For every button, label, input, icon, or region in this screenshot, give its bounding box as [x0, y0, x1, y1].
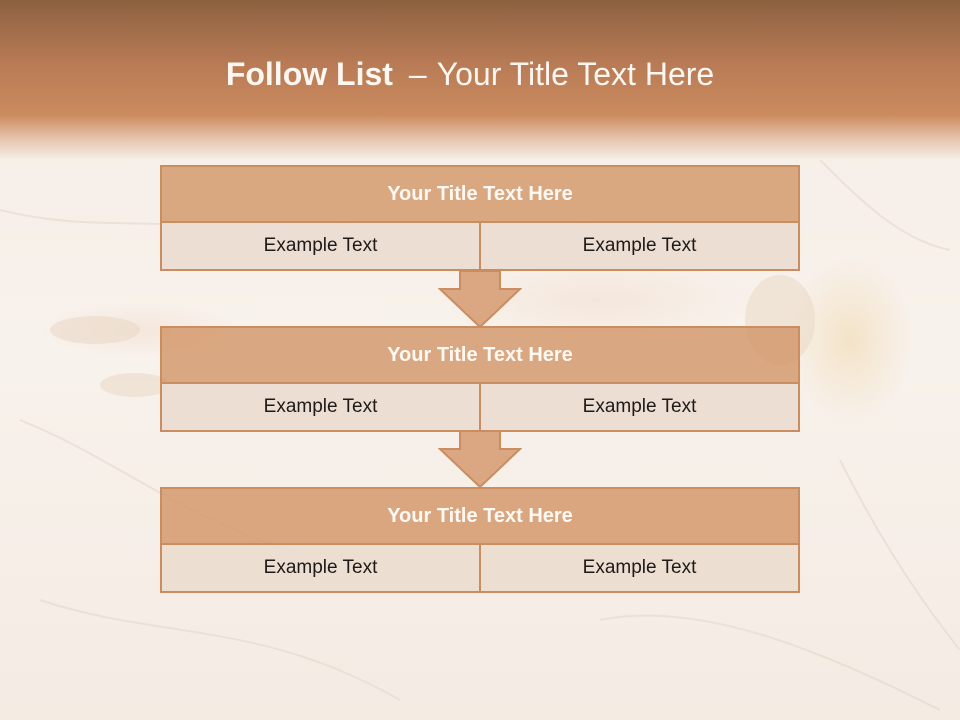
list-block-1: Your Title Text Here Example Text Exampl…	[160, 165, 800, 271]
block-cell-right: Example Text	[481, 223, 798, 269]
down-arrow-icon	[438, 271, 522, 329]
block-cell-left: Example Text	[162, 545, 481, 591]
block-row: Example Text Example Text	[162, 223, 798, 269]
block-row: Example Text Example Text	[162, 384, 798, 430]
block-cell-right: Example Text	[481, 545, 798, 591]
down-arrow-icon	[438, 431, 522, 489]
list-block-2: Your Title Text Here Example Text Exampl…	[160, 326, 800, 432]
block-cell-left: Example Text	[162, 384, 481, 430]
block-cell-left: Example Text	[162, 223, 481, 269]
block-row: Example Text Example Text	[162, 545, 798, 591]
title-dash: –	[408, 56, 427, 92]
header-bar	[0, 0, 960, 160]
block-title: Your Title Text Here	[162, 489, 798, 545]
block-title: Your Title Text Here	[162, 167, 798, 223]
title-bold: Follow List	[225, 56, 393, 92]
block-cell-right: Example Text	[481, 384, 798, 430]
slide-title: Follow List–Your Title Text Here	[0, 56, 940, 93]
title-rest: Your Title Text Here	[436, 56, 715, 92]
block-title: Your Title Text Here	[162, 328, 798, 384]
list-block-3: Your Title Text Here Example Text Exampl…	[160, 487, 800, 593]
